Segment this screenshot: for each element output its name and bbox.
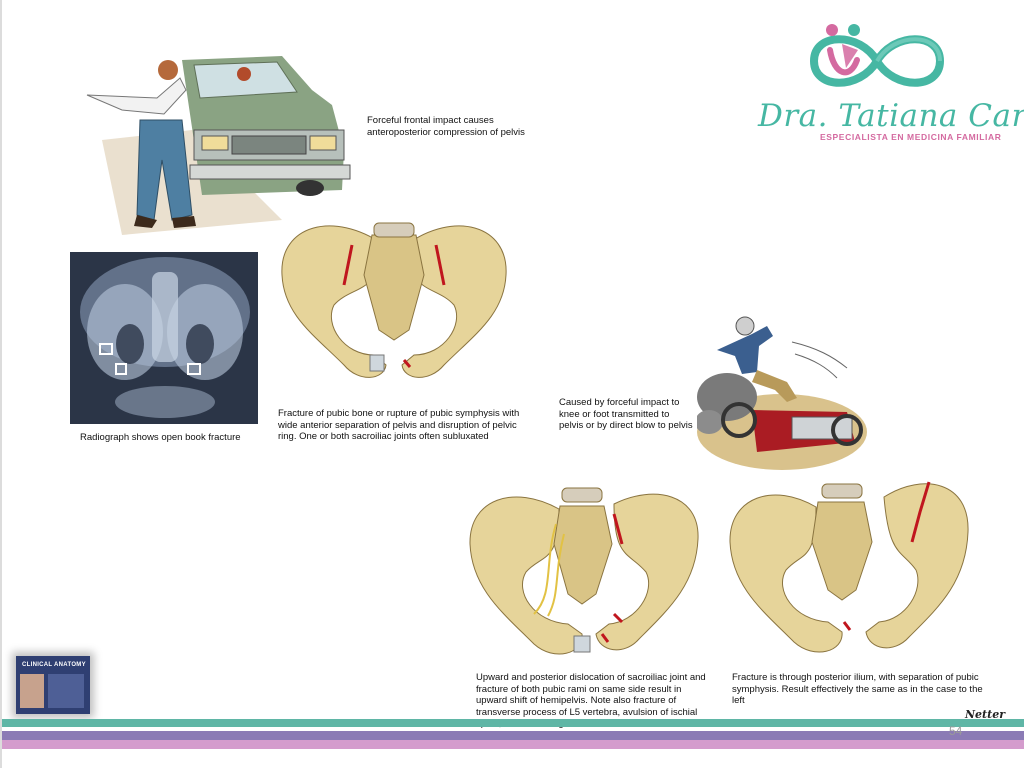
footer-band-purple (2, 731, 1024, 740)
book-title: CLINICAL ANATOMY (22, 662, 86, 668)
footer-band-pink (2, 740, 1024, 749)
logo-title: Dra. Tatiana Carles (758, 98, 1024, 134)
netter-signature: Netter (965, 708, 1006, 721)
logo-subtitle: ESPECIALISTA EN MEDICINA FAMILIAR (820, 132, 1002, 142)
book-cover-image: CLINICAL ANATOMY (16, 656, 90, 714)
caption-car-impact: Forceful frontal impact causes anteropos… (367, 115, 525, 138)
caption-ilium: Fracture is through posterior ilium, wit… (732, 672, 983, 706)
footer-band-teal (2, 719, 1024, 727)
posterior-ilium-fracture-pelvis-illustration (729, 481, 969, 653)
motorcycle-accident-illustration (697, 316, 867, 470)
caption-open-book: Fracture of pubic bone or rupture of pub… (278, 408, 520, 442)
radiograph-image (70, 252, 258, 424)
sacroiliac-dislocation-pelvis-illustration (469, 487, 699, 655)
caption-motorcycle: Caused by forceful impact to knee or foo… (559, 397, 693, 431)
page-number: 54 (949, 724, 963, 738)
car-impact-illustration (86, 56, 351, 235)
caption-radiograph: Radiograph shows open book fracture (80, 432, 241, 443)
open-book-pelvis-illustration (281, 222, 507, 378)
logo-emblem-icon (809, 24, 945, 87)
